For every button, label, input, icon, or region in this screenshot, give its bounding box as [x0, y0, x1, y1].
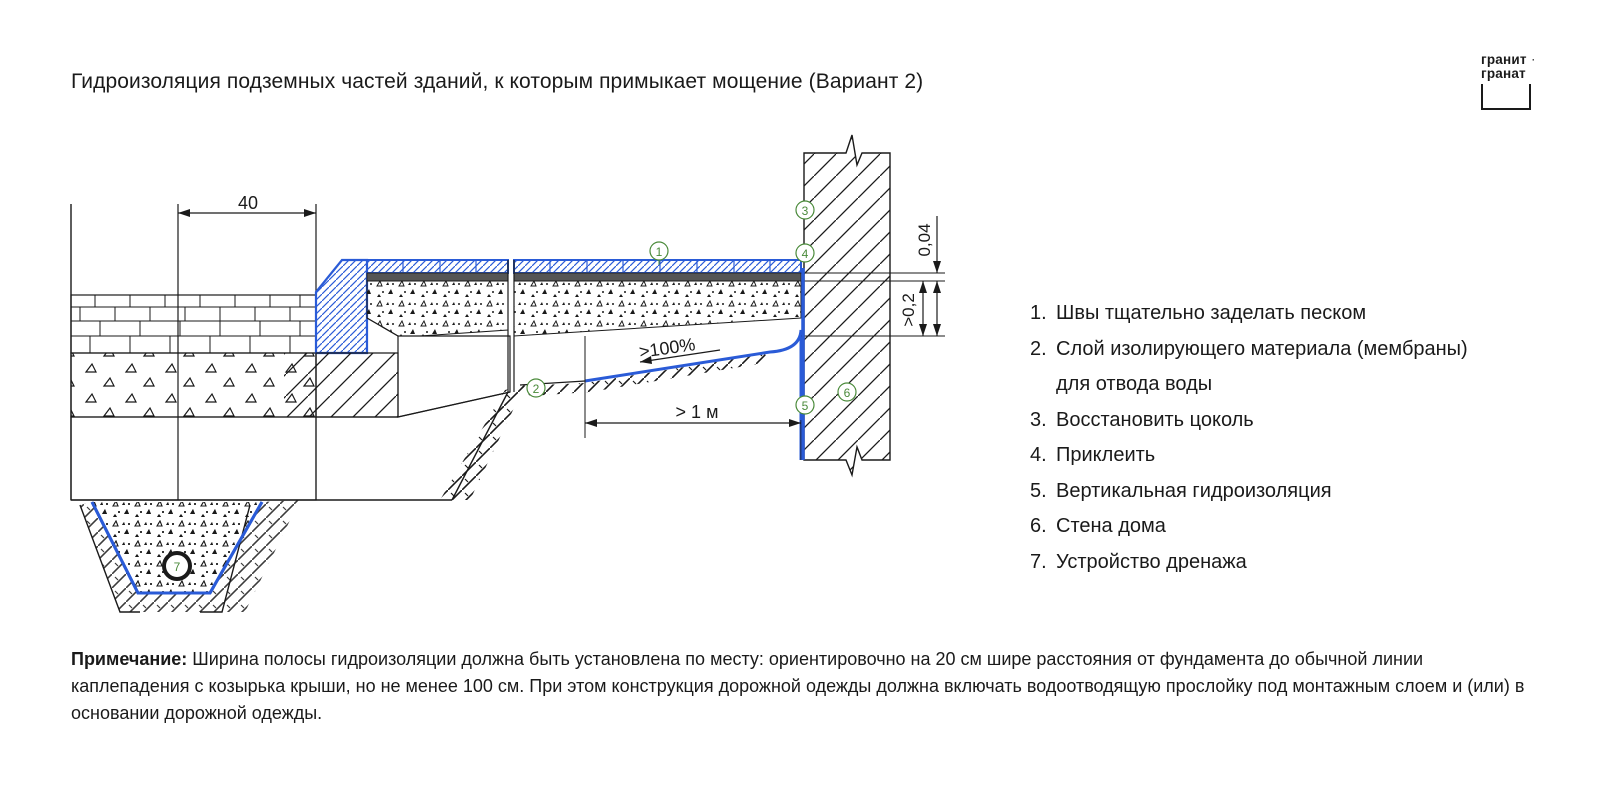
slope-label: >100% — [638, 334, 697, 362]
slope-indicator: >100% — [638, 334, 721, 364]
logo-frame — [1481, 84, 1531, 110]
legend-item-continued: для отвода воды — [1030, 367, 1570, 403]
callout-2-label: 2 — [533, 382, 540, 396]
logo-line-1: гранит — [1481, 52, 1527, 67]
callout-7: 7 — [174, 560, 181, 574]
legend-item: 1. Швы тщательно заделать песком — [1030, 296, 1570, 332]
dimension-top-label: 0,04 — [915, 223, 934, 256]
logo-tick: · — [1532, 55, 1535, 65]
legend-number: 6. — [1030, 515, 1047, 537]
legend-text: для отвода воды — [1056, 373, 1213, 395]
brand-logo: гранит · гранат — [1481, 51, 1537, 112]
dimension-length-label: > 1 м — [676, 402, 719, 422]
callout-4: 4 — [795, 243, 815, 263]
callout-1-label: 1 — [656, 245, 663, 259]
dimension-width-label: 40 — [238, 193, 258, 213]
callout-3: 3 — [795, 200, 815, 220]
callout-3-label: 3 — [802, 204, 809, 218]
curb — [314, 258, 369, 355]
legend-number: 7. — [1030, 550, 1047, 573]
drainage-trench — [79, 500, 300, 613]
footnote-label: Примечание: — [71, 649, 188, 669]
legend-text: Приклеить — [1056, 444, 1156, 466]
legend-number: 4. — [1030, 444, 1047, 466]
dimension-width: 40 — [178, 193, 316, 217]
dimension-right: 0,04 >0,2 — [899, 216, 941, 336]
house-wall — [801, 134, 945, 478]
legend-text: Устройство дренажа — [1056, 550, 1247, 573]
callout-2: 2 — [526, 378, 546, 398]
footnote-text: Ширина полосы гидроизоляции должна быть … — [71, 649, 1525, 723]
legend-number: 2. — [1030, 337, 1047, 360]
legend-number: 1. — [1030, 302, 1047, 324]
page-title: Гидроизоляция подземных частей зданий, к… — [71, 70, 924, 93]
legend-item: 5. Вертикальная гидроизоляция — [1030, 474, 1570, 510]
legend-number: 5. — [1030, 479, 1047, 502]
legend-text: Стена дома — [1056, 515, 1166, 537]
legend-text: Вертикальная гидроизоляция — [1056, 479, 1332, 502]
callout-5: 5 — [795, 395, 815, 415]
legend-number: 3. — [1030, 408, 1047, 431]
soil-slope — [440, 354, 770, 501]
legend-item: 6. Стена дома — [1030, 509, 1570, 545]
callout-5-label: 5 — [802, 399, 809, 413]
dimension-length: > 1 м — [584, 381, 802, 460]
callout-6: 6 — [837, 382, 857, 402]
callout-7-label: 7 — [174, 560, 181, 574]
legend-text: Слой изолирующего материала (мембраны) — [1056, 337, 1468, 360]
left-pavement — [70, 204, 452, 501]
right-pavement — [366, 259, 803, 460]
callout-6-label: 6 — [844, 386, 851, 400]
legend-item: 3. Восстановить цоколь — [1030, 403, 1570, 439]
legend-list: 1. Швы тщательно заделать песком 2. Слой и… — [1030, 296, 1570, 580]
footnote: Примечание: Ширина полосы гидроизоляции … — [71, 646, 1541, 727]
legend-item: 4. Приклеить — [1030, 438, 1570, 474]
legend-text: Швы тщательно заделать песком — [1056, 302, 1367, 324]
callout-4-label: 4 — [802, 247, 809, 261]
callout-1: 1 — [649, 241, 669, 265]
dimension-layer-label: >0,2 — [899, 293, 918, 327]
legend-item: 2. Слой изолирующего материала (мембраны) — [1030, 332, 1570, 368]
legend-text: Восстановить цоколь — [1056, 408, 1254, 431]
logo-line-2: гранат — [1481, 66, 1526, 81]
legend-item: 7. Устройство дренажа — [1030, 545, 1570, 581]
